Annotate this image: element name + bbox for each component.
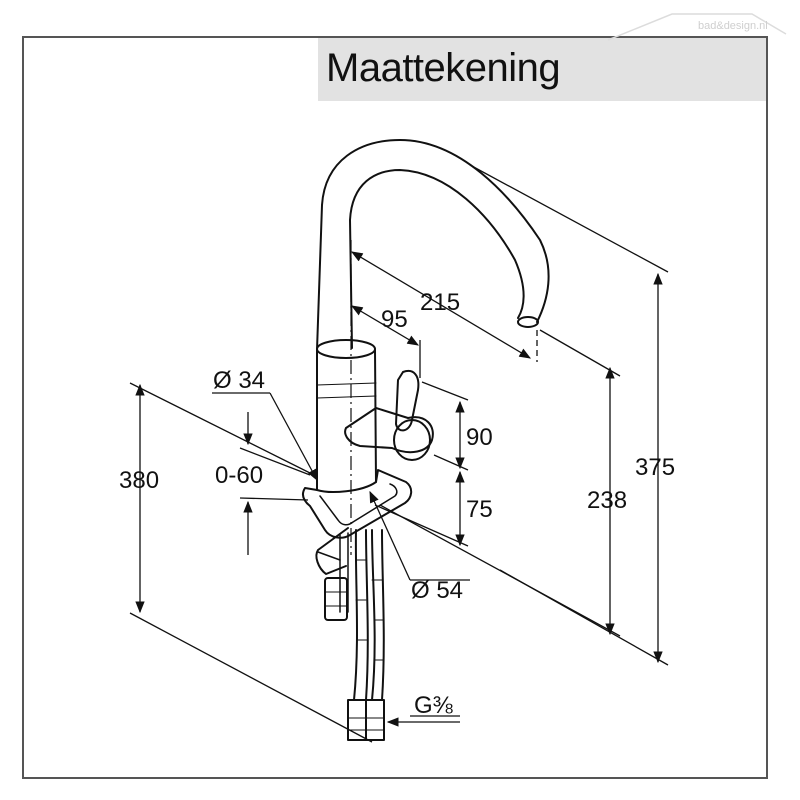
thread-label: G⅜ — [414, 692, 454, 719]
dim-95: 95 — [381, 306, 408, 333]
body-top — [316, 339, 376, 359]
watermark-text: bad&design.nl — [698, 20, 768, 32]
drawing-frame — [22, 36, 768, 779]
spout-inner — [349, 169, 525, 349]
mount-nut — [324, 577, 348, 621]
dim-238: 238 — [587, 487, 627, 514]
dim-90: 90 — [466, 424, 493, 451]
title-banner — [318, 38, 766, 101]
dim-380: 380 — [119, 467, 159, 494]
supply-hose-right — [371, 529, 376, 701]
dimension-lines — [129, 164, 669, 743]
dim-75: 75 — [466, 496, 493, 523]
mount-clamp — [315, 527, 349, 575]
dim-diameter-34: Ø 34 — [213, 367, 265, 394]
lever-base — [344, 407, 434, 454]
dim-375: 375 — [635, 454, 675, 481]
page-title: Maattekening — [326, 46, 561, 90]
lever-cap — [393, 419, 431, 461]
base-plate — [301, 469, 413, 539]
spout-outer — [316, 139, 550, 351]
dim-0-60: 0-60 — [215, 462, 263, 489]
supply-hose-left — [353, 529, 358, 701]
dim-diameter-54: Ø 54 — [411, 577, 463, 604]
spout-outlet — [517, 316, 539, 328]
dim-215: 215 — [420, 289, 460, 316]
hose-fitting-right — [365, 699, 385, 741]
watermark-logo — [607, 13, 787, 41]
faucet-outline — [301, 139, 550, 741]
